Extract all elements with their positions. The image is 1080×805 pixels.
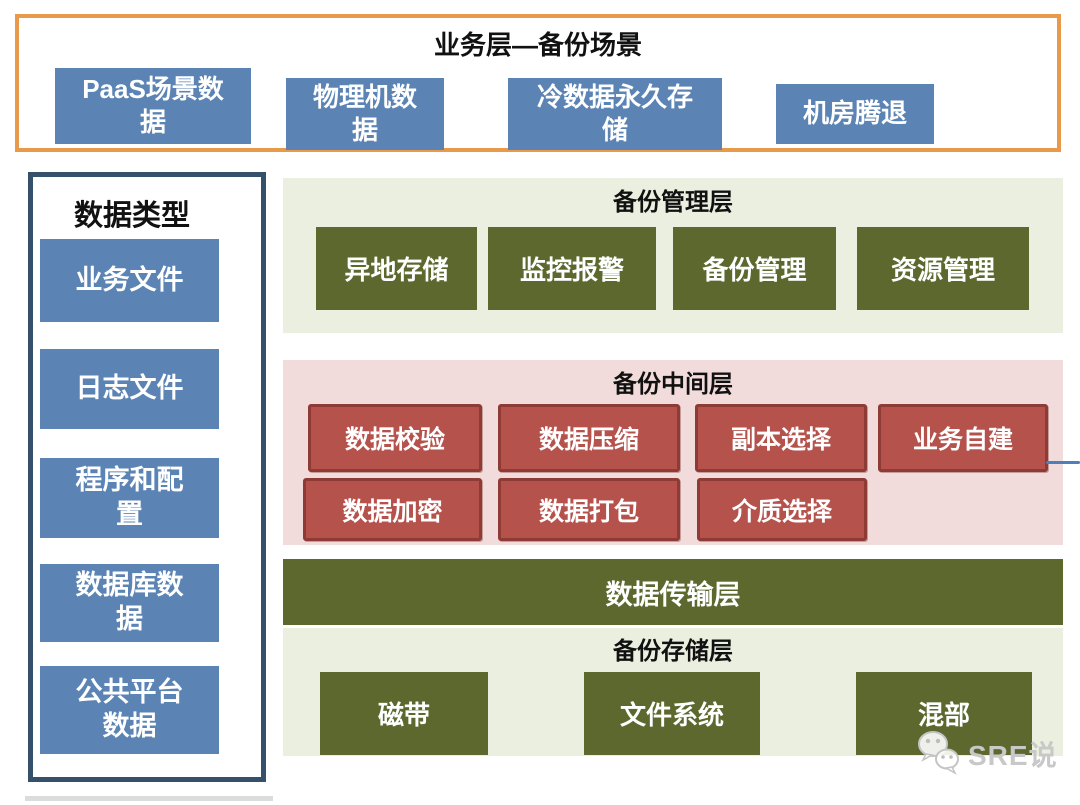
mgmt-box-backup-management: 备份管理 xyxy=(673,227,836,310)
middle-box-data-verification: 数据校验 xyxy=(308,404,482,472)
storage-box-file-system: 文件系统 xyxy=(584,672,760,755)
storage-box-tape: 磁带 xyxy=(320,672,488,755)
data-type-panel: 数据类型 业务文件 日志文件 程序和配 置 数据库数 据 公共平台 数据 xyxy=(28,172,266,782)
mgmt-box-resource-management: 资源管理 xyxy=(857,227,1029,310)
scenario-box-physical-machine-data: 物理机数 据 xyxy=(286,78,444,150)
backup-management-layer-panel: 备份管理层 异地存储 监控报警 备份管理 资源管理 xyxy=(283,178,1063,333)
scenario-box-datacenter-decommission: 机房腾退 xyxy=(776,84,934,144)
watermark: SRE说 xyxy=(912,726,1062,782)
mgmt-box-offsite-storage: 异地存储 xyxy=(316,227,477,310)
data-type-box-log-files: 日志文件 xyxy=(40,349,219,429)
business-layer-panel: 业务层—备份场景 PaaS场景数 据 物理机数 据 冷数据永久存 储 机房腾退 xyxy=(15,14,1061,152)
data-type-title: 数据类型 xyxy=(73,200,190,232)
middle-box-replica-selection: 副本选择 xyxy=(695,404,867,472)
middle-box-media-selection: 介质选择 xyxy=(697,478,867,541)
scenario-box-cold-data-storage: 冷数据永久存 储 xyxy=(508,78,722,150)
data-type-box-shared-platform-data: 公共平台 数据 xyxy=(40,666,219,754)
backup-management-layer-title: 备份管理层 xyxy=(613,188,733,216)
data-type-box-programs-config: 程序和配 置 xyxy=(40,458,219,538)
wechat-icon xyxy=(912,726,964,783)
business-layer-title: 业务层—备份场景 xyxy=(433,29,642,60)
backup-middle-layer-panel: 备份中间层 数据校验 数据压缩 副本选择 业务自建 数据加密 数据打包 介质选择 xyxy=(283,360,1063,545)
data-type-box-business-files: 业务文件 xyxy=(40,239,219,322)
panel-shadow xyxy=(25,796,273,801)
backup-middle-layer-title: 备份中间层 xyxy=(613,370,733,398)
backup-storage-layer-panel: 备份存储层 磁带 文件系统 混部 xyxy=(283,628,1063,756)
data-type-box-database-data: 数据库数 据 xyxy=(40,564,219,642)
watermark-text: SRE说 xyxy=(968,740,1058,771)
mgmt-box-monitoring-alert: 监控报警 xyxy=(488,227,656,310)
middle-box-business-self-built: 业务自建 xyxy=(878,404,1048,472)
connector-line xyxy=(1046,461,1080,464)
middle-box-data-compression: 数据压缩 xyxy=(498,404,680,472)
backup-storage-layer-title: 备份存储层 xyxy=(613,637,733,665)
middle-box-data-packaging: 数据打包 xyxy=(498,478,680,541)
scenario-box-paas-data: PaaS场景数 据 xyxy=(55,68,251,144)
middle-box-data-encryption: 数据加密 xyxy=(303,478,482,541)
data-transmission-layer-bar: 数据传输层 xyxy=(283,559,1063,625)
